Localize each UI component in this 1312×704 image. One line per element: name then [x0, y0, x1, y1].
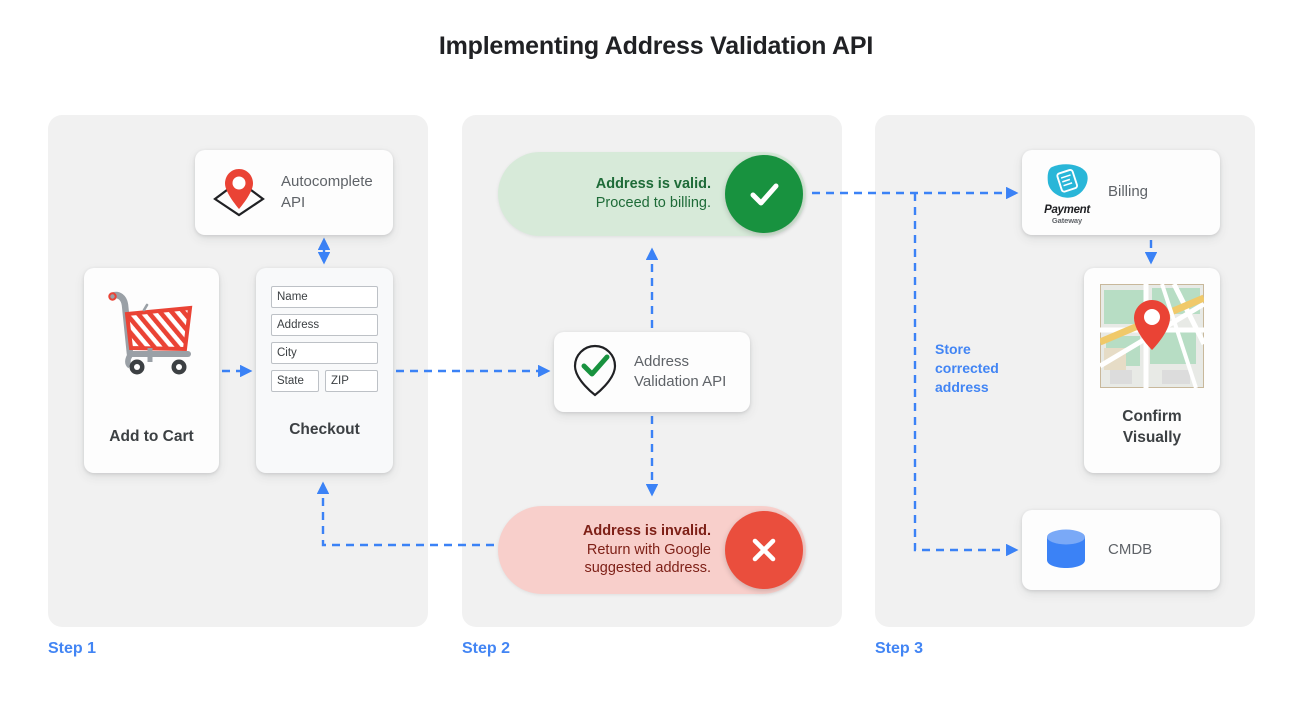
address-valid-pill: Address is valid. Proceed to billing. — [498, 152, 806, 236]
address-valid-text: Address is valid. Proceed to billing. — [595, 176, 711, 211]
map-pin-diamond-icon — [209, 161, 269, 224]
payment-gateway-sub: Gateway — [1051, 215, 1083, 225]
cmdb-label: CMDB — [1108, 540, 1153, 558]
add-to-cart-label: Add to Cart — [109, 428, 194, 445]
autocomplete-api-label: Autocomplete API — [281, 173, 373, 211]
address-invalid-text: Address is invalid. Return with Google s… — [582, 523, 711, 577]
autocomplete-api-card[interactable]: Autocomplete API — [195, 150, 393, 235]
payment-gateway-logo-icon: Payment Gateway — [1036, 161, 1098, 225]
map-thumbnail-icon — [1098, 282, 1207, 393]
step-1-label: Step 1 — [48, 640, 97, 657]
state-field[interactable]: State — [271, 370, 319, 392]
address-invalid-pill: Address is invalid. Return with Google s… — [498, 506, 806, 594]
cmdb-card[interactable]: CMDB — [1022, 510, 1220, 590]
shopping-cart-icon — [100, 286, 204, 383]
zip-field[interactable]: ZIP — [325, 370, 378, 392]
confirm-visually-card[interactable]: Confirm Visually — [1084, 268, 1220, 473]
address-field[interactable]: Address — [271, 314, 378, 336]
payment-gateway-name: Payment — [1044, 203, 1090, 216]
billing-label: Billing — [1108, 183, 1149, 201]
checkout-card[interactable]: Name Address City State ZIP Checkout — [256, 268, 393, 473]
map-pin-check-icon — [568, 341, 622, 404]
billing-card[interactable]: Payment Gateway Billing — [1022, 150, 1220, 235]
x-circle-icon — [725, 511, 803, 589]
check-circle-icon — [725, 155, 803, 233]
address-validation-api-label: Address Validation API — [634, 352, 727, 390]
city-field[interactable]: City — [271, 342, 378, 364]
add-to-cart-card[interactable]: Add to Cart — [84, 268, 219, 473]
store-corrected-address-note: Store corrected address — [935, 341, 999, 395]
state-zip-row: State ZIP — [271, 370, 378, 398]
address-validation-api-card[interactable]: Address Validation API — [554, 332, 750, 412]
database-cylinder-icon — [1042, 524, 1090, 577]
page-title: Implementing Address Validation API — [438, 32, 874, 60]
step-3-label: Step 3 — [875, 640, 924, 657]
name-field[interactable]: Name — [271, 286, 378, 308]
checkout-label: Checkout — [289, 421, 360, 438]
confirm-visually-label: Confirm Visually — [1122, 408, 1182, 446]
step-2-label: Step 2 — [462, 640, 511, 657]
